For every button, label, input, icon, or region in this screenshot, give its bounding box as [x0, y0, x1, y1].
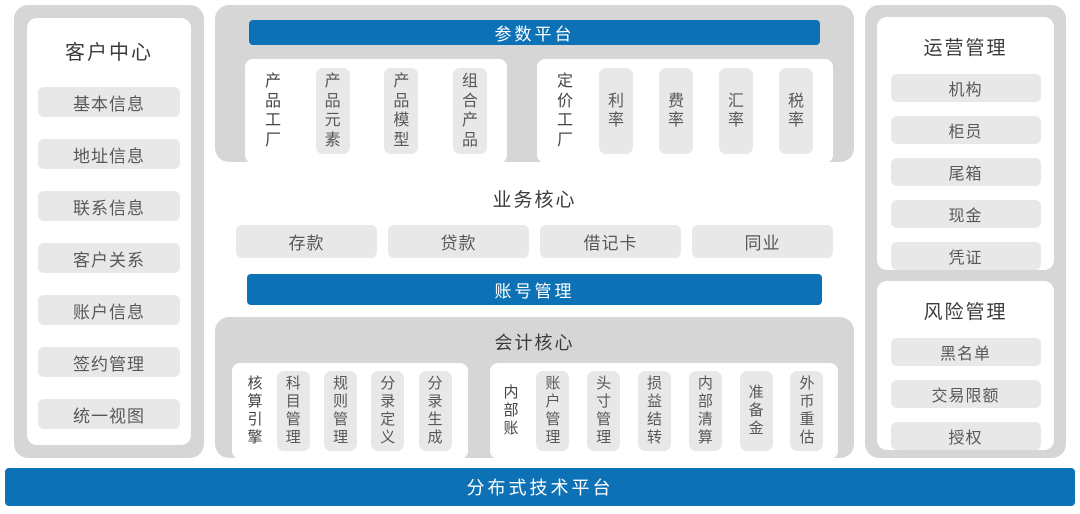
- business-core-item: 贷款: [388, 225, 529, 258]
- product-factory-group: 产品工厂 产品元素 产品模型 组合产品: [245, 59, 507, 164]
- param-item: 组合产品: [452, 68, 487, 155]
- business-core-item: 借记卡: [540, 225, 681, 258]
- customer-center-box: 客户中心 基本信息 地址信息 联系信息 客户关系 账户信息 签约管理 统一视图: [27, 18, 191, 445]
- accounting-engine-group: 核算引擎 科目管理 规则管理 分录定义 分录生成: [231, 363, 468, 459]
- param-item: 税率: [779, 68, 813, 155]
- accounting-item: 分录定义: [371, 371, 405, 451]
- operations-item: 凭证: [890, 242, 1041, 270]
- internal-account-label: 内部账: [503, 384, 519, 437]
- param-platform-panel: 参数平台 产品工厂 产品元素 产品模型 组合产品 定价工厂 利率 费率 汇率 税…: [215, 5, 854, 164]
- product-factory-label: 产品工厂: [265, 73, 282, 149]
- customer-center-item: 地址信息: [38, 139, 180, 169]
- accounting-item: 科目管理: [276, 371, 310, 451]
- main-row: 客户中心 基本信息 地址信息 联系信息 客户关系 账户信息 签约管理 统一视图 …: [14, 5, 1066, 459]
- operations-mgmt-title: 运营管理: [923, 38, 1008, 59]
- param-item: 产品模型: [384, 68, 419, 155]
- customer-center-panel: 客户中心 基本信息 地址信息 联系信息 客户关系 账户信息 签约管理 统一视图: [14, 5, 204, 458]
- accounting-core-title: 会计核心: [494, 333, 575, 353]
- customer-center-item: 基本信息: [38, 87, 180, 117]
- distributed-tech-platform-bar: 分布式技术平台: [5, 468, 1075, 506]
- operations-mgmt-box: 运营管理 机构 柜员 尾箱 现金 凭证: [877, 17, 1054, 270]
- accounting-item: 规则管理: [324, 371, 357, 451]
- customer-center-item: 联系信息: [38, 191, 180, 221]
- accounting-item: 账户管理: [536, 371, 570, 451]
- customer-center-item: 签约管理: [38, 347, 180, 377]
- account-mgmt-bar: 账号管理: [247, 274, 822, 305]
- business-core-item: 同业: [692, 225, 833, 258]
- accounting-item: 分录生成: [418, 371, 452, 451]
- accounting-core-panel: 会计核心 核算引擎 科目管理 规则管理 分录定义 分录生成 内部账 账户管理 头…: [215, 317, 854, 459]
- accounting-item: 准备金: [739, 371, 773, 451]
- business-core-item: 存款: [236, 225, 377, 258]
- pricing-factory-group: 定价工厂 利率 费率 汇率 税率: [537, 59, 833, 164]
- internal-account-group: 内部账 账户管理 头寸管理 损益结转 内部清算 准备金 外币重估: [489, 363, 838, 459]
- business-core-section: 业务核心 存款 贷款 借记卡 同业 账号管理: [215, 162, 854, 317]
- risk-mgmt-title: 风险管理: [923, 302, 1008, 323]
- risk-item: 授权: [890, 422, 1041, 450]
- business-core-title: 业务核心: [492, 190, 577, 211]
- param-item: 利率: [599, 68, 633, 155]
- operations-item: 机构: [890, 74, 1041, 102]
- right-panel: 运营管理 机构 柜员 尾箱 现金 凭证 风险管理 黑名单 交易限额 授权: [865, 5, 1066, 458]
- operations-item: 柜员: [890, 116, 1041, 144]
- customer-center-item: 客户关系: [38, 243, 180, 273]
- param-platform-groups: 产品工厂 产品元素 产品模型 组合产品 定价工厂 利率 费率 汇率 税率: [233, 59, 836, 164]
- accounting-item: 头寸管理: [587, 371, 621, 451]
- middle-column: 参数平台 产品工厂 产品元素 产品模型 组合产品 定价工厂 利率 费率 汇率 税…: [215, 5, 854, 459]
- risk-mgmt-box: 风险管理 黑名单 交易限额 授权: [877, 281, 1054, 450]
- operations-item: 尾箱: [890, 158, 1041, 186]
- customer-center-title: 客户中心: [65, 42, 153, 64]
- accounting-core-groups: 核算引擎 科目管理 规则管理 分录定义 分录生成 内部账 账户管理 头寸管理 损…: [231, 363, 838, 459]
- accounting-item: 内部清算: [688, 371, 722, 451]
- customer-center-item: 统一视图: [38, 399, 180, 429]
- accounting-engine-label: 核算引擎: [247, 375, 263, 446]
- pricing-factory-label: 定价工厂: [557, 73, 574, 149]
- risk-item: 黑名单: [890, 338, 1041, 366]
- param-platform-title: 参数平台: [249, 20, 820, 45]
- customer-center-item: 账户信息: [38, 295, 180, 325]
- param-item: 费率: [659, 68, 693, 155]
- param-item: 汇率: [719, 68, 753, 155]
- risk-item: 交易限额: [890, 380, 1041, 408]
- accounting-item: 外币重估: [790, 371, 824, 451]
- business-core-items: 存款 贷款 借记卡 同业: [236, 225, 833, 258]
- operations-item: 现金: [890, 200, 1041, 228]
- accounting-item: 损益结转: [637, 371, 671, 451]
- param-item: 产品元素: [315, 68, 350, 155]
